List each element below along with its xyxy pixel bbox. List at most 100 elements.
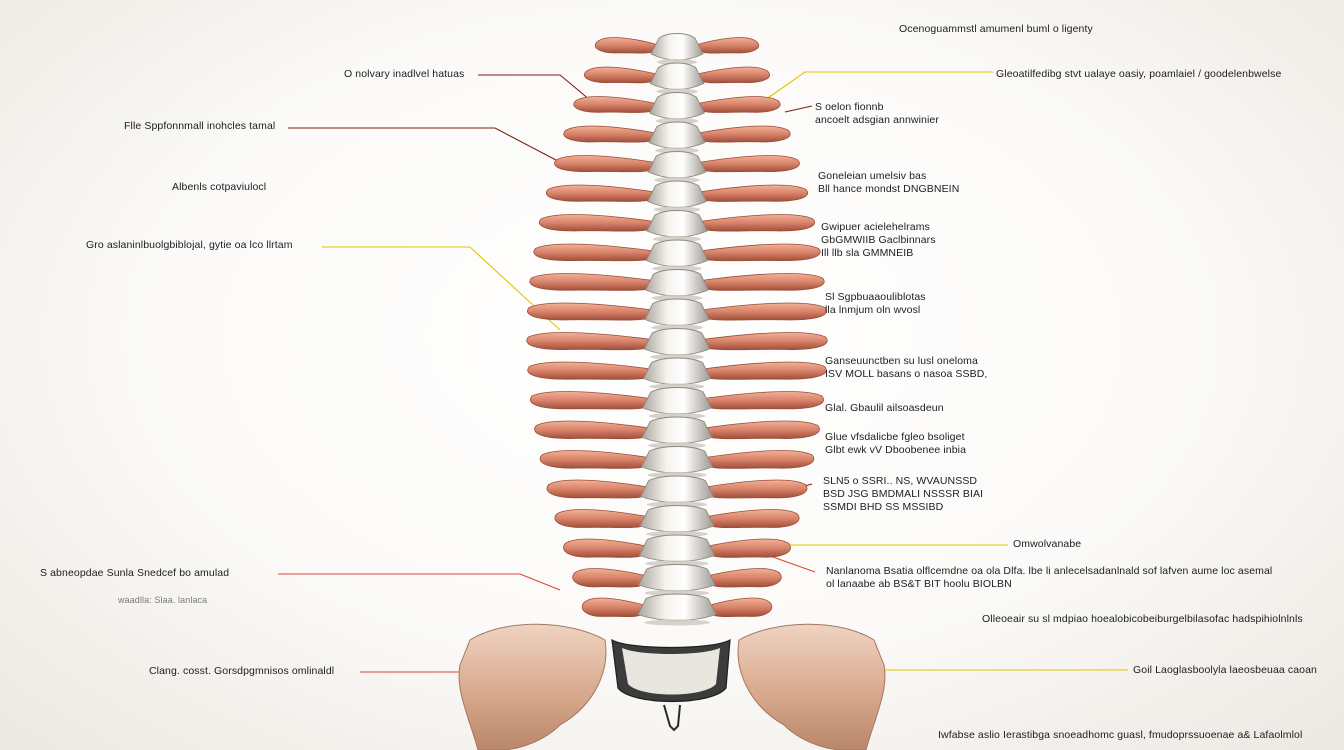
leader-lines [278,71,1128,673]
label-right-2: S oelon fionnb ancoelt adsgian annwinier [815,101,939,126]
intervertebral-disc [654,177,700,183]
vertebra [533,239,821,272]
vertebral-body [646,180,708,208]
label-right-1: Gleoatilfedibg stvt ualaye oasiy, poamla… [996,68,1282,80]
intervertebral-disc [653,206,701,213]
coccyx [663,704,681,732]
transverse-process-left [530,391,648,410]
pelvis-left-wing [458,623,607,750]
transverse-process-left [529,273,650,291]
leader-line [784,105,813,113]
transverse-process-right [699,66,770,84]
vertebral-body [643,328,711,356]
label-right-3: Goneleian umelsiv bas Bll hance mondst D… [818,170,960,195]
transverse-process-left [572,568,644,588]
leader-line [288,127,576,171]
vertebra [563,121,791,154]
transverse-process-right [704,273,825,291]
vertebral-body [642,357,712,385]
transverse-process-left [534,420,647,440]
label-left-2: Flle Sppfonnmall inohcles tamal [124,120,276,132]
transverse-process-right [708,450,815,469]
leader-line [278,573,561,591]
label-top-right-title: Ocenoguammstl amumenl buml o ligenty [899,23,1093,35]
label-right-8: Glue vfsdalicbe fgleo bsoliget Glbt ewk … [825,431,967,456]
vertebral-body [650,33,704,61]
label-right-4: Gwipuer acielehelrams GbGMWIIB Gaclbinna… [821,221,936,259]
label-right-11: Nanlanoma Bsatia olflcemdne oa ola Dlfa.… [826,565,1273,590]
vertebra [581,593,773,626]
intervertebral-disc [650,324,704,331]
vertebral-body [640,475,714,503]
transverse-process-left [554,155,653,173]
transverse-process-right [711,597,773,618]
transverse-process-right [701,155,800,173]
vertebra [527,357,827,390]
transverse-process-right [704,302,827,321]
intervertebral-disc [652,265,702,272]
vertebra [546,475,808,508]
transverse-process-right [710,568,782,588]
transverse-process-right [698,37,760,54]
label-right-12: Olleoeair su sl mdpiao hoealobicobeiburg… [982,613,1303,625]
transverse-process-left [546,479,646,499]
pelvis [458,623,886,750]
vertebra [594,33,760,65]
transverse-process-left [594,37,656,54]
vertebral-body [649,92,705,120]
transverse-process-right [702,184,808,202]
vertebral-body [644,269,710,297]
transverse-process-right [710,538,791,558]
vertebral-body [639,505,715,533]
vertebra [563,534,791,567]
label-left-3: Albenls cotpaviulocl [172,181,267,193]
transverse-process-left [554,509,645,529]
label-bottom-right: Iwfabse aslio Ierastibga snoeadhomc guas… [938,729,1303,741]
transverse-process-right [708,479,808,499]
transverse-process-left [573,96,655,113]
intervertebral-disc [648,413,706,419]
transverse-process-left [526,332,649,351]
vertebral-body [646,210,708,238]
label-right-6: Ganseuunctben su lusl oneloma ISV MOLL b… [825,355,988,380]
label-right-9: SLN5 o SSRI.. NS, WVAUNSSD BSD JSG BMDMA… [823,475,984,513]
intervertebral-disc [649,383,705,390]
label-right-13: Goil Laoglasboolyla laeosbeuaa caoan [1133,664,1317,676]
intervertebral-disc [652,236,702,242]
intervertebral-disc [656,88,698,95]
transverse-process-right [706,361,827,380]
transverse-process-left [563,538,644,558]
vertebra [554,505,800,537]
vertebral-column [526,33,828,626]
intervertebral-disc [657,59,697,65]
intervertebral-disc [651,295,703,301]
transverse-process-left [539,214,652,232]
intervertebral-disc [650,354,704,360]
transverse-process-right [700,125,791,143]
intervertebral-disc [655,118,699,124]
transverse-process-left [527,361,648,380]
label-right-7: Glal. Gbaulil ailsoasdeun [825,402,944,414]
vertebral-body [641,416,713,444]
intervertebral-disc [644,619,710,626]
vertebral-body [640,446,714,474]
leader-line [769,555,816,573]
vertebra [584,62,770,95]
vertebral-body [648,121,706,149]
transverse-process-left [546,184,652,202]
sacrum-highlight [622,648,720,695]
label-right-5: Sl Sgpbuaaouliblotas lla lnmjum oln wvos… [825,291,926,316]
transverse-process-left [527,302,650,321]
label-right-10: Omwolvanabe [1013,538,1082,550]
transverse-process-right [705,332,828,351]
label-left-5: S abneopdae Sunla Snedcef bo amulad [40,567,230,579]
label-left-1: O nolvary inadlvel hatuas [344,68,465,80]
leader-line [478,74,591,101]
intervertebral-disc [654,147,700,154]
vertebral-body [642,387,712,415]
vertebra [539,210,815,242]
vertebra [573,92,781,124]
vertebral-body [645,239,709,267]
vertebral-body [647,151,707,179]
